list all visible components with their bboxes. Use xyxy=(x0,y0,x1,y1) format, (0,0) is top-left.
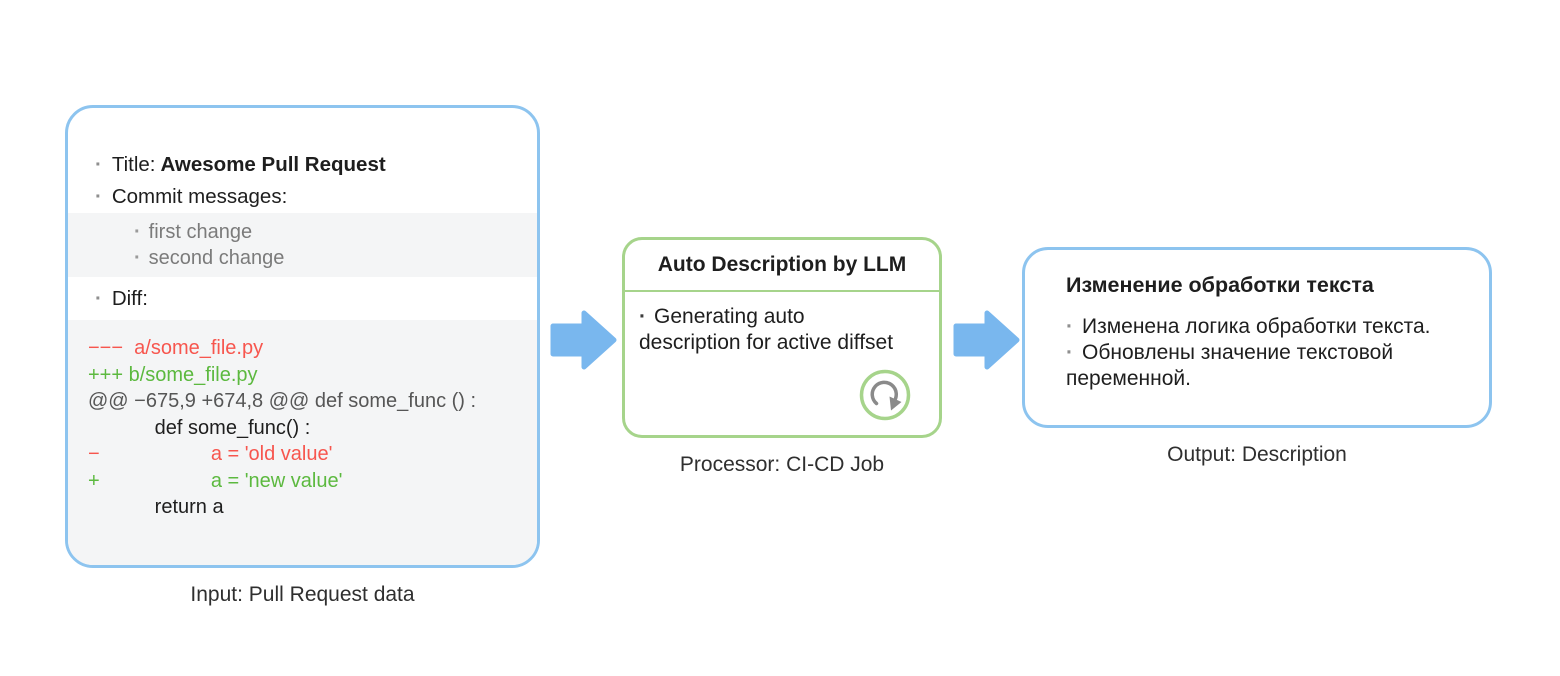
commit-message-item: second change xyxy=(134,245,537,271)
bullet-icon xyxy=(95,153,102,176)
processor-caption: Processor: CI-CD Job xyxy=(679,453,885,476)
processor-node: Auto Description by LLM Generating auto … xyxy=(622,237,942,477)
diff-line: +++ b/some_file.py xyxy=(88,362,537,389)
pr-title-row: Title:Awesome Pull Request xyxy=(95,149,527,181)
pr-title-label: Title: xyxy=(111,153,156,176)
output-body-line: переменной. xyxy=(1066,366,1431,392)
pr-title-value: Awesome Pull Request xyxy=(160,153,386,176)
diff-line: @@ −675,9 +674,8 @@ def some_func () : xyxy=(88,388,537,415)
output-title: Изменение обработки текста xyxy=(1066,273,1374,297)
diff-line-text: − a = 'old value' xyxy=(88,443,333,465)
diff-line-text: def some_func() : xyxy=(88,416,311,439)
commit-messages-list: first change second change xyxy=(68,213,537,277)
processor-body-text: Generating auto xyxy=(654,305,805,328)
bullet-icon xyxy=(134,221,141,243)
input-node: Title:Awesome Pull Request Commit messag… xyxy=(65,105,540,607)
diff-line-text: return a xyxy=(88,496,224,518)
diff-block: −−− a/some_file.py +++ b/some_file.py @@… xyxy=(68,320,537,565)
diff-line: def some_func() : xyxy=(88,415,537,442)
bullet-icon xyxy=(134,247,141,269)
processor-body-text: description for active diffset xyxy=(639,331,894,354)
bullet-icon xyxy=(1066,315,1073,338)
bullet-icon xyxy=(95,185,102,208)
diff-line: −−− a/some_file.py xyxy=(88,335,537,362)
diff-line-text: −−− a/some_file.py xyxy=(88,337,264,359)
input-caption: Input: Pull Request data xyxy=(190,583,415,606)
bullet-icon xyxy=(639,305,646,328)
diff-label-row: Diff: xyxy=(68,277,537,320)
output-body-text: Обновлены значение текстовой xyxy=(1082,341,1394,364)
commit-messages-row: Commit messages: xyxy=(95,181,527,213)
bullet-icon xyxy=(95,287,102,311)
output-body-text: переменной. xyxy=(1066,367,1191,390)
processor-body: Generating auto description for active d… xyxy=(625,292,939,356)
processor-body-line: Generating auto xyxy=(639,304,925,330)
input-box-header-section: Title:Awesome Pull Request Commit messag… xyxy=(68,108,537,213)
output-caption: Output: Description xyxy=(1167,443,1347,466)
output-node: Изменение обработки текста Изменена логи… xyxy=(1022,247,1492,467)
commit-message-item: first change xyxy=(134,219,537,245)
diff-line: − a = 'old value' xyxy=(88,441,537,468)
diff-line-text: @@ −675,9 +674,8 @@ def some_func () : xyxy=(88,390,477,412)
commit-message-text: second change xyxy=(148,247,285,269)
output-box: Изменение обработки текста Изменена логи… xyxy=(1022,247,1492,428)
output-body-line: Обновлены значение текстовой xyxy=(1066,340,1431,366)
output-body-line: Изменена логика обработки текста. xyxy=(1066,314,1431,340)
commit-messages-label: Commit messages: xyxy=(111,185,288,208)
processor-title: Auto Description by LLM xyxy=(625,240,939,292)
flow-arrow-icon xyxy=(953,310,1020,370)
input-box: Title:Awesome Pull Request Commit messag… xyxy=(65,105,540,568)
diff-line: return a xyxy=(88,494,537,521)
refresh-icon xyxy=(859,369,911,421)
output-body: Изменена логика обработки текста. Обновл… xyxy=(1066,314,1431,392)
flow-arrow-icon xyxy=(550,310,617,370)
output-body-text: Изменена логика обработки текста. xyxy=(1082,315,1431,338)
diff-line-text: +++ b/some_file.py xyxy=(88,363,258,386)
diff-line-text: + a = 'new value' xyxy=(88,469,343,492)
commit-message-text: first change xyxy=(148,221,253,243)
processor-box: Auto Description by LLM Generating auto … xyxy=(622,237,942,438)
processor-body-line: description for active diffset xyxy=(639,330,925,356)
diff-label: Diff: xyxy=(111,286,148,310)
bullet-icon xyxy=(1066,341,1073,364)
diff-line: + a = 'new value' xyxy=(88,468,537,495)
